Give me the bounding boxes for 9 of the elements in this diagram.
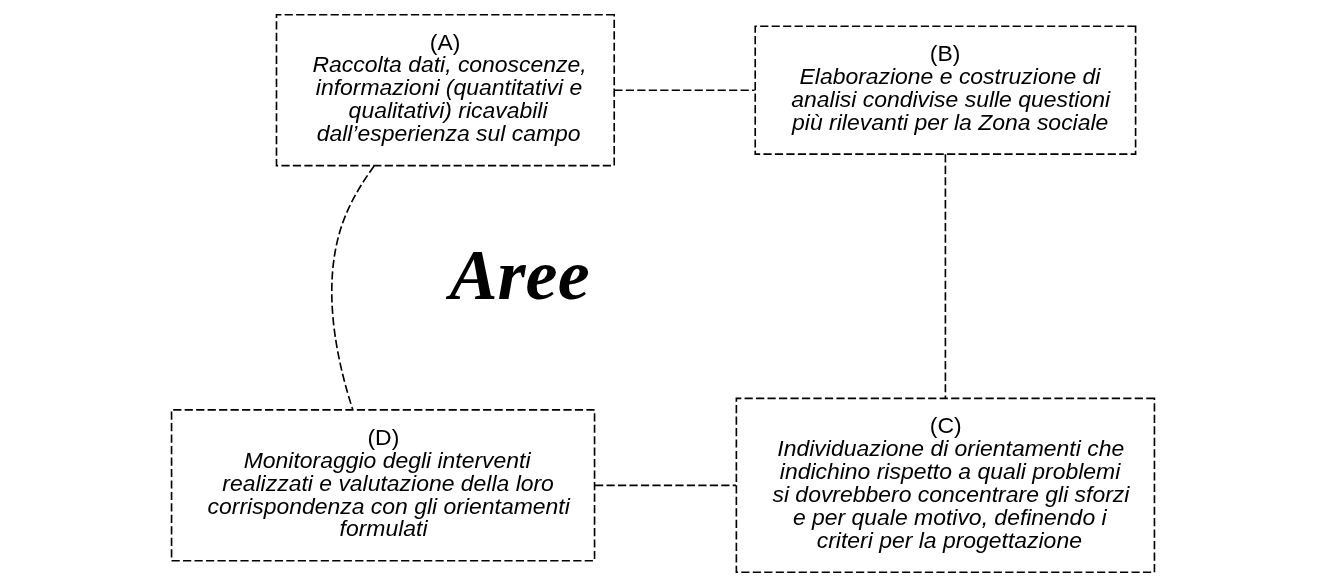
connector	[593, 484, 737, 487]
connector	[613, 89, 755, 91]
node-box: (C) Individuazione di orientamenti che indichino rispetto a quali problemi si dovrebbero concentrare gli sforzi e per quale motivo, definendo i criteri per la progettazione	[735, 397, 1155, 574]
connector	[330, 165, 375, 411]
label: Aree	[448, 234, 590, 315]
node-box: (D) Monitoraggio degli interventi realizzati e valutazione della loro corrispondenza con gli orientamenti formulati	[170, 409, 595, 562]
node-box: (A) Raccolta dati, conoscenze, informazioni (quantitativi e qualitativi) ricavabili dall’esperienza sul campo	[275, 13, 615, 167]
connector	[944, 153, 946, 399]
node-box: (B) Elaborazione e costruzione di analisi condivise sulle questioni più rilevanti per la Zona sociale	[753, 25, 1136, 155]
